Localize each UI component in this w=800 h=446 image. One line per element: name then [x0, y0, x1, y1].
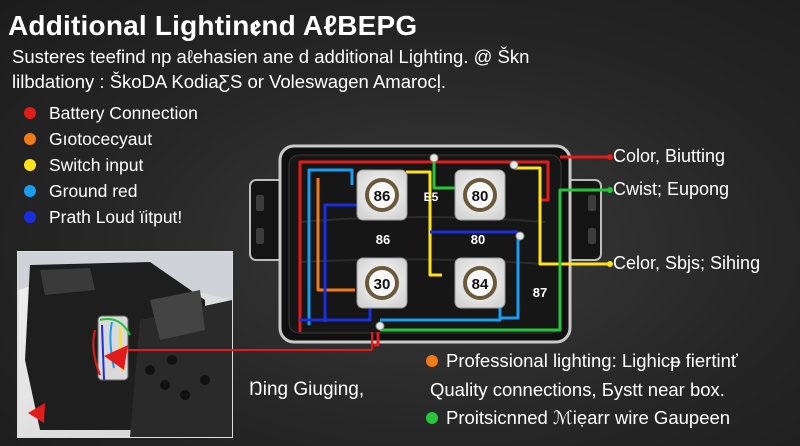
legend-label: Prath Loud ïitput!	[49, 206, 183, 227]
relay-86-mid-label: 86	[376, 232, 390, 247]
green-wire	[380, 160, 610, 332]
relay-84-label: 84	[472, 276, 489, 293]
light-blue-dot-icon	[24, 185, 36, 197]
callout-celor-sbjs: Celor, Sbjs; Sihing	[613, 253, 761, 273]
legend-item-battery: Battery Connection	[24, 101, 198, 125]
legend-label: Ground red	[49, 180, 138, 201]
relay-30-label: 30	[374, 276, 391, 293]
callout-cwist-eupong: Cwist; Eupong	[613, 179, 730, 199]
note-wire-gauge: Proitsicnned ℳiẹarr wire Gaupeen	[426, 407, 730, 429]
connection-nodes	[375, 153, 525, 331]
legend-label: Switch input	[49, 154, 144, 175]
orange-bullet-icon	[426, 355, 438, 367]
orange-dot-icon	[24, 133, 36, 145]
legend-item-switch: Switch input	[24, 153, 143, 177]
yellow-dot-icon	[24, 159, 36, 171]
relay-80-top-label: 80	[472, 188, 489, 205]
relay-86-top-label: 86	[374, 188, 391, 205]
legend-label: Gıotocecyaut	[49, 128, 153, 149]
callout-lines	[607, 154, 613, 267]
callout-color-biutting: Color, Biutting	[613, 146, 726, 166]
relay-86-top	[356, 169, 408, 221]
blue-dot-icon	[24, 211, 36, 223]
relay-84	[454, 257, 506, 309]
subtitle-line-1: Susteres teefind np aℓehasien ane d addi…	[12, 46, 530, 67]
relay-87-label: 87	[533, 285, 547, 300]
installation-photo	[17, 251, 373, 438]
relay-80-top	[454, 169, 506, 221]
subtitle-line-2: lilbdationy : ŠkoDA KodiaƸS or Voleswage…	[12, 71, 446, 92]
red-wire	[298, 160, 550, 332]
relay-30	[356, 257, 408, 309]
relay-80-mid-label: 80	[471, 232, 485, 247]
ground-wire-bottom	[380, 305, 502, 322]
relay-e5-label: E5	[424, 190, 439, 204]
red-wire-lower	[374, 332, 380, 347]
page-title: Additional Lightinꬲnd AℓBEPG	[8, 10, 418, 41]
legend-item-ground: Ground red	[24, 179, 138, 203]
legend-label: Battery Connection	[49, 102, 198, 123]
subtitle: Susteres teefind np aℓehasien ane d addi…	[12, 44, 529, 94]
orange-wire	[316, 178, 355, 292]
blue-wire	[300, 203, 518, 322]
photo-caption: Ŋing Giuging,	[249, 379, 365, 400]
legend-item-output: Prath Loud ïitput!	[24, 205, 182, 229]
note-quality-connections: Quality connections, Бystt near box.	[430, 379, 725, 400]
note-professional-lighting: Professional lighting: Lighicᵽ fiertinť	[426, 350, 738, 372]
red-dot-icon	[24, 107, 36, 119]
yellow-wire	[406, 166, 610, 277]
green-bullet-icon	[426, 412, 438, 424]
legend-item-orange: Gıotocecyaut	[24, 127, 152, 151]
